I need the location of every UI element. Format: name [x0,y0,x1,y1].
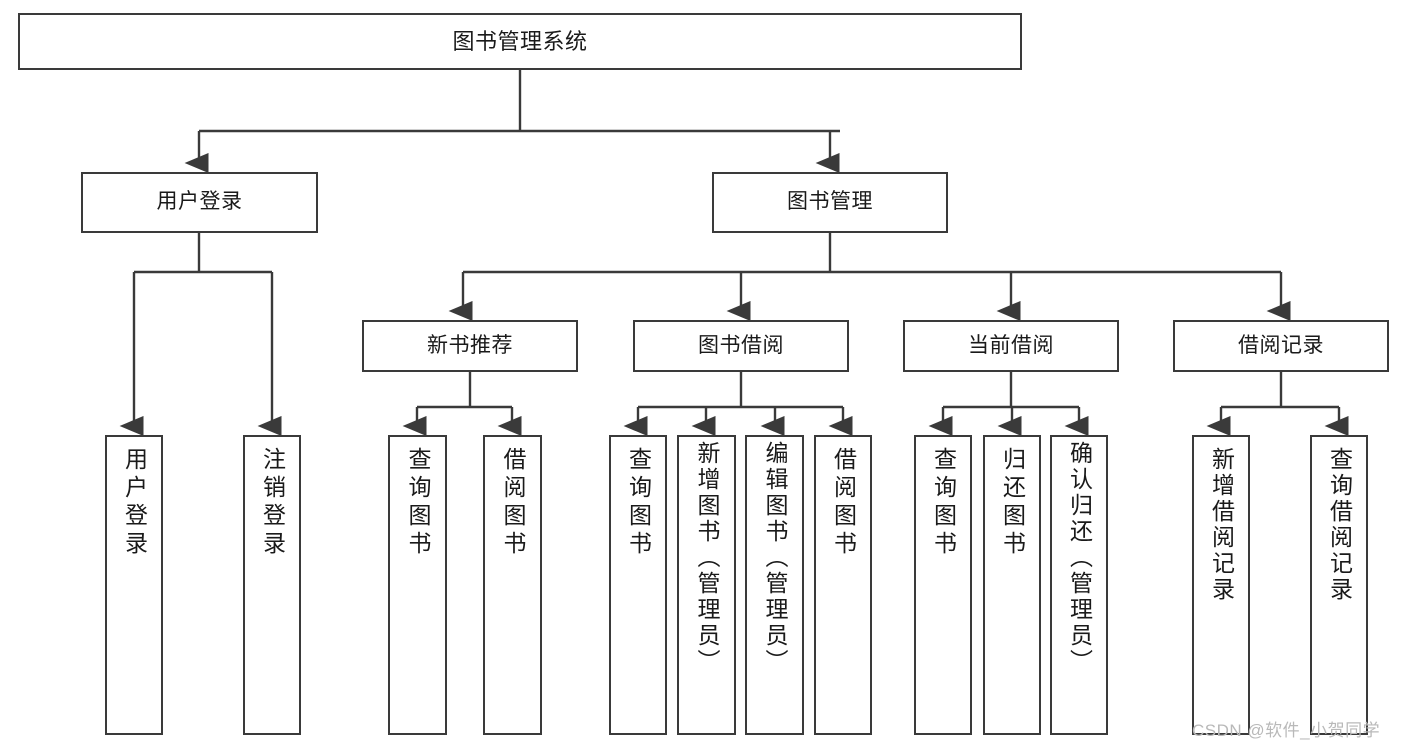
node-borrow-record[interactable]: 借阅记录 [1173,320,1389,372]
leaf-label: 借阅图书 [830,447,857,559]
leaf-label: 查询图书 [930,447,957,559]
leaf-label: 确认归还（管理员） [1066,441,1093,675]
leaf-add-book-admin[interactable]: 新增图书（管理员） [677,435,736,735]
leaf-borrow-book-recommend[interactable]: 借阅图书 [483,435,542,735]
node-current-borrow[interactable]: 当前借阅 [903,320,1119,372]
node-book-borrow[interactable]: 图书借阅 [633,320,849,372]
node-label: 当前借阅 [968,333,1054,357]
leaf-label: 查询借阅记录 [1326,447,1353,603]
leaf-label: 编辑图书（管理员） [762,441,788,675]
node-new-book-recommend[interactable]: 新书推荐 [362,320,578,372]
node-user-login[interactable]: 用户登录 [81,172,318,233]
leaf-query-borrow-record[interactable]: 查询借阅记录 [1310,435,1368,735]
node-root-system[interactable]: 图书管理系统 [18,13,1022,70]
leaf-label: 新增图书（管理员） [694,441,720,675]
leaf-borrow-book-borrow[interactable]: 借阅图书 [814,435,872,735]
leaf-return-book[interactable]: 归还图书 [983,435,1041,735]
leaf-user-login[interactable]: 用户登录 [105,435,163,735]
node-label: 图书管理 [787,190,873,214]
leaf-query-book-current[interactable]: 查询图书 [914,435,972,735]
node-book-management[interactable]: 图书管理 [712,172,948,233]
leaf-query-book-recommend[interactable]: 查询图书 [388,435,447,735]
leaf-label: 归还图书 [999,447,1026,559]
leaf-add-borrow-record[interactable]: 新增借阅记录 [1192,435,1250,735]
node-label: 用户登录 [156,190,243,214]
node-label: 图书借阅 [698,333,784,357]
leaf-label: 注销登录 [259,447,286,559]
leaf-label: 用户登录 [121,447,148,559]
node-label: 借阅记录 [1238,333,1324,357]
csdn-watermark: CSDN @软件_小贺同学 [1192,721,1381,740]
leaf-query-book-borrow[interactable]: 查询图书 [609,435,667,735]
leaf-label: 新增借阅记录 [1208,447,1235,603]
node-label: 新书推荐 [427,333,513,357]
leaf-edit-book-admin[interactable]: 编辑图书（管理员） [745,435,804,735]
leaf-confirm-return-admin[interactable]: 确认归还（管理员） [1050,435,1108,735]
leaf-label: 查询图书 [625,447,652,559]
leaf-label: 查询图书 [405,447,431,559]
leaf-logout[interactable]: 注销登录 [243,435,301,735]
node-label: 图书管理系统 [452,28,588,54]
leaf-label: 借阅图书 [500,447,526,559]
